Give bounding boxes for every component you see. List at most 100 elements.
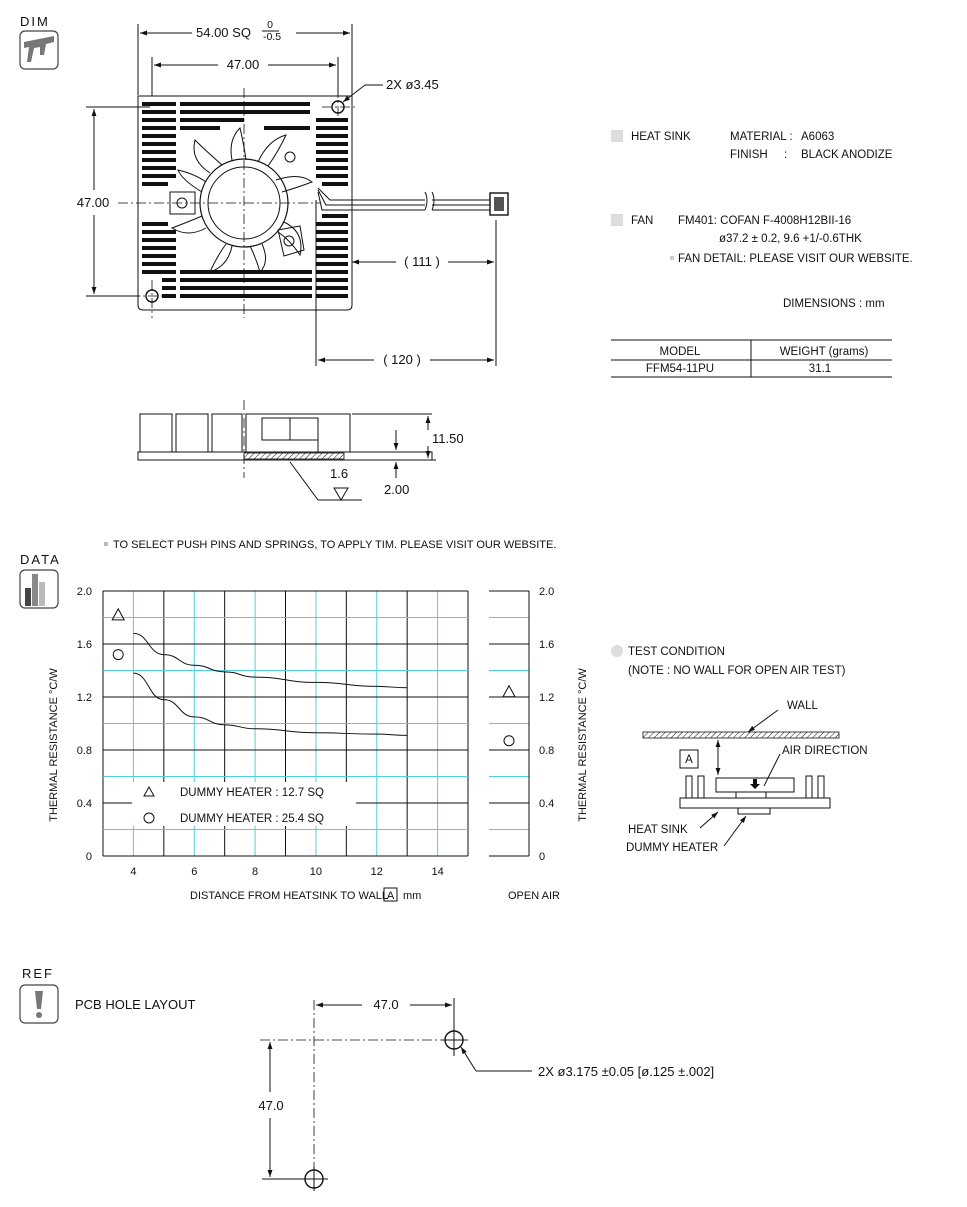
series-2-marker	[112, 649, 124, 661]
y-tick-label: 0.8	[77, 745, 92, 757]
test-dummy-heater-label: DUMMY HEATER	[626, 842, 718, 854]
caliper-icon	[19, 30, 59, 70]
fan-rotor	[170, 127, 313, 273]
fan-dims: ø37.2 ± 0.2, 9.6 +1/-0.6THK	[719, 233, 862, 245]
push-pin-note: TO SELECT PUSH PINS AND SPRINGS, TO APPL…	[113, 539, 556, 551]
y-tick-label-right: 1.2	[539, 692, 554, 704]
dim-holes-callout: 2X ø3.45	[342, 77, 439, 103]
section-data-label: DATA	[20, 552, 61, 567]
section-dim: DIM	[19, 14, 59, 70]
x-tick-label: 14	[431, 866, 443, 878]
holes-text: 2X ø3.45	[386, 77, 439, 92]
chart-series-markers	[111, 607, 516, 747]
y-tick-label-right: 1.6	[539, 639, 554, 651]
dim-base-2.00: 2.00	[352, 430, 409, 497]
test-condition: TEST CONDITION (NOTE : NO WALL FOR OPEN …	[611, 645, 868, 854]
test-condition-note: (NOTE : NO WALL FOR OPEN AIR TEST)	[628, 665, 846, 677]
tol-lower-text: -0.5	[263, 31, 281, 43]
table-cell-weight: 31.1	[809, 363, 831, 375]
fins-bottom	[180, 270, 312, 298]
pcb-pitch-h-text: 47.0	[373, 997, 398, 1012]
section-ref: REF	[19, 966, 59, 1024]
series-2-open-air-marker	[503, 735, 515, 747]
recess-text: 1.6	[330, 466, 348, 481]
hole-pitch-h-text: 47.00	[227, 57, 260, 72]
fins-left	[142, 102, 176, 298]
base-text: 2.00	[384, 482, 409, 497]
fan-detail: FAN DETAIL: PLEASE VISIT OUR WEBSITE.	[678, 253, 913, 265]
heat-sink-label: HEAT SINK	[631, 131, 691, 143]
test-condition-bullet	[611, 645, 623, 657]
dim-overall-54: 54.00 SQ 0 -0.5	[137, 19, 353, 95]
finish-label: FINISH	[730, 149, 768, 161]
test-condition-title: TEST CONDITION	[628, 646, 725, 658]
x-tick-label: 6	[191, 866, 197, 878]
series-1-marker	[111, 607, 126, 621]
heatsink-base-graphic	[679, 797, 831, 809]
y-axis-label: THERMAL RESISTANCE °C/W	[48, 668, 60, 822]
y-tick-labels-right: 00.40.81.21.62.0	[539, 586, 554, 863]
x-axis-label-box: A	[387, 890, 395, 902]
pcb-hole-bottom-left	[302, 1167, 326, 1191]
table-cell-model: FFM54-11PU	[646, 363, 714, 375]
cable-120-text: ( 120 )	[383, 352, 421, 367]
air-direction-label: AIR DIRECTION	[782, 745, 868, 757]
test-a-box: A	[685, 754, 693, 766]
y-tick-label-right: 2.0	[539, 586, 554, 598]
fan-detail-bullet	[670, 256, 674, 260]
heat-sink-bullet	[611, 130, 623, 142]
y-tick-label-right: 0	[539, 851, 545, 863]
series-line-1	[133, 632, 408, 689]
dim-recess-1.6: 1.6	[289, 461, 362, 501]
x-tick-label: 8	[252, 866, 258, 878]
dummy-heater-graphic	[737, 807, 771, 815]
x-tick-label: 10	[310, 866, 322, 878]
legend-item-25.4: DUMMY HEATER : 25.4 SQ	[180, 813, 324, 825]
series-1-open-air-marker	[502, 684, 516, 698]
y-tick-label: 0.4	[77, 798, 92, 810]
y-tick-label: 1.2	[77, 692, 92, 704]
table-header-model: MODEL	[660, 346, 702, 358]
spec-heat-sink: HEAT SINK MATERIAL : A6063 FINISH : BLAC…	[611, 130, 893, 161]
dim-cable-111: ( 111 )	[352, 220, 497, 366]
exclamation-icon	[19, 984, 59, 1024]
pcb-holes-text: 2X ø3.175 ±0.05 [ø.125 ±.002]	[538, 1064, 714, 1079]
overall-size-text: 54.00 SQ	[196, 25, 251, 40]
bar-chart-icon	[19, 569, 59, 609]
heatsink-top-view	[118, 88, 509, 318]
fan-bullet	[611, 214, 623, 226]
fan-label: FAN	[631, 215, 653, 227]
heatsink-side-view	[137, 400, 433, 478]
finish-value: BLACK ANODIZE	[801, 149, 893, 161]
height-text: 11.50	[432, 431, 464, 446]
y-tick-label-right: 0.8	[539, 745, 554, 757]
pcb-pitch-v-text: 47.0	[258, 1098, 283, 1113]
dim-hole-pitch-vertical: 47.00	[77, 106, 150, 297]
fan-model: FM401: COFAN F-4008H12BII-16	[678, 215, 851, 227]
section-ref-label: REF	[22, 966, 54, 981]
x-tick-label: 12	[371, 866, 383, 878]
fins-right	[316, 118, 348, 298]
chart-series-lines	[133, 632, 408, 736]
pcb-layout-title: PCB HOLE LAYOUT	[75, 997, 195, 1012]
pcb-hole-layout: PCB HOLE LAYOUT 47.0 47.0 2X ø3.175 ±0.0…	[75, 997, 714, 1192]
y-tick-label: 2.0	[77, 586, 92, 598]
open-air-label: OPEN AIR	[508, 890, 560, 902]
x-axis-label-suffix: mm	[403, 890, 421, 902]
section-data: DATA	[19, 552, 61, 609]
y-axis-label-right: THERMAL RESISTANCE °C/W	[577, 668, 589, 822]
legend-triangle-marker	[143, 785, 155, 797]
hole-pitch-v-text: 47.00	[77, 195, 110, 210]
material-label: MATERIAL :	[730, 131, 793, 143]
finish-sep: :	[784, 149, 787, 161]
cable-111-text: ( 111 )	[404, 254, 440, 269]
wall-graphic	[642, 731, 840, 739]
spec-fan: FAN FM401: COFAN F-4008H12BII-16 ø37.2 ±…	[611, 214, 913, 265]
dim-height-11.50: 11.50	[352, 413, 464, 461]
note-bullet	[104, 542, 108, 546]
section-dim-label: DIM	[20, 14, 50, 29]
dim-cable-120: ( 120 )	[315, 200, 494, 367]
legend-item-12.7: DUMMY HEATER : 12.7 SQ	[180, 787, 324, 799]
